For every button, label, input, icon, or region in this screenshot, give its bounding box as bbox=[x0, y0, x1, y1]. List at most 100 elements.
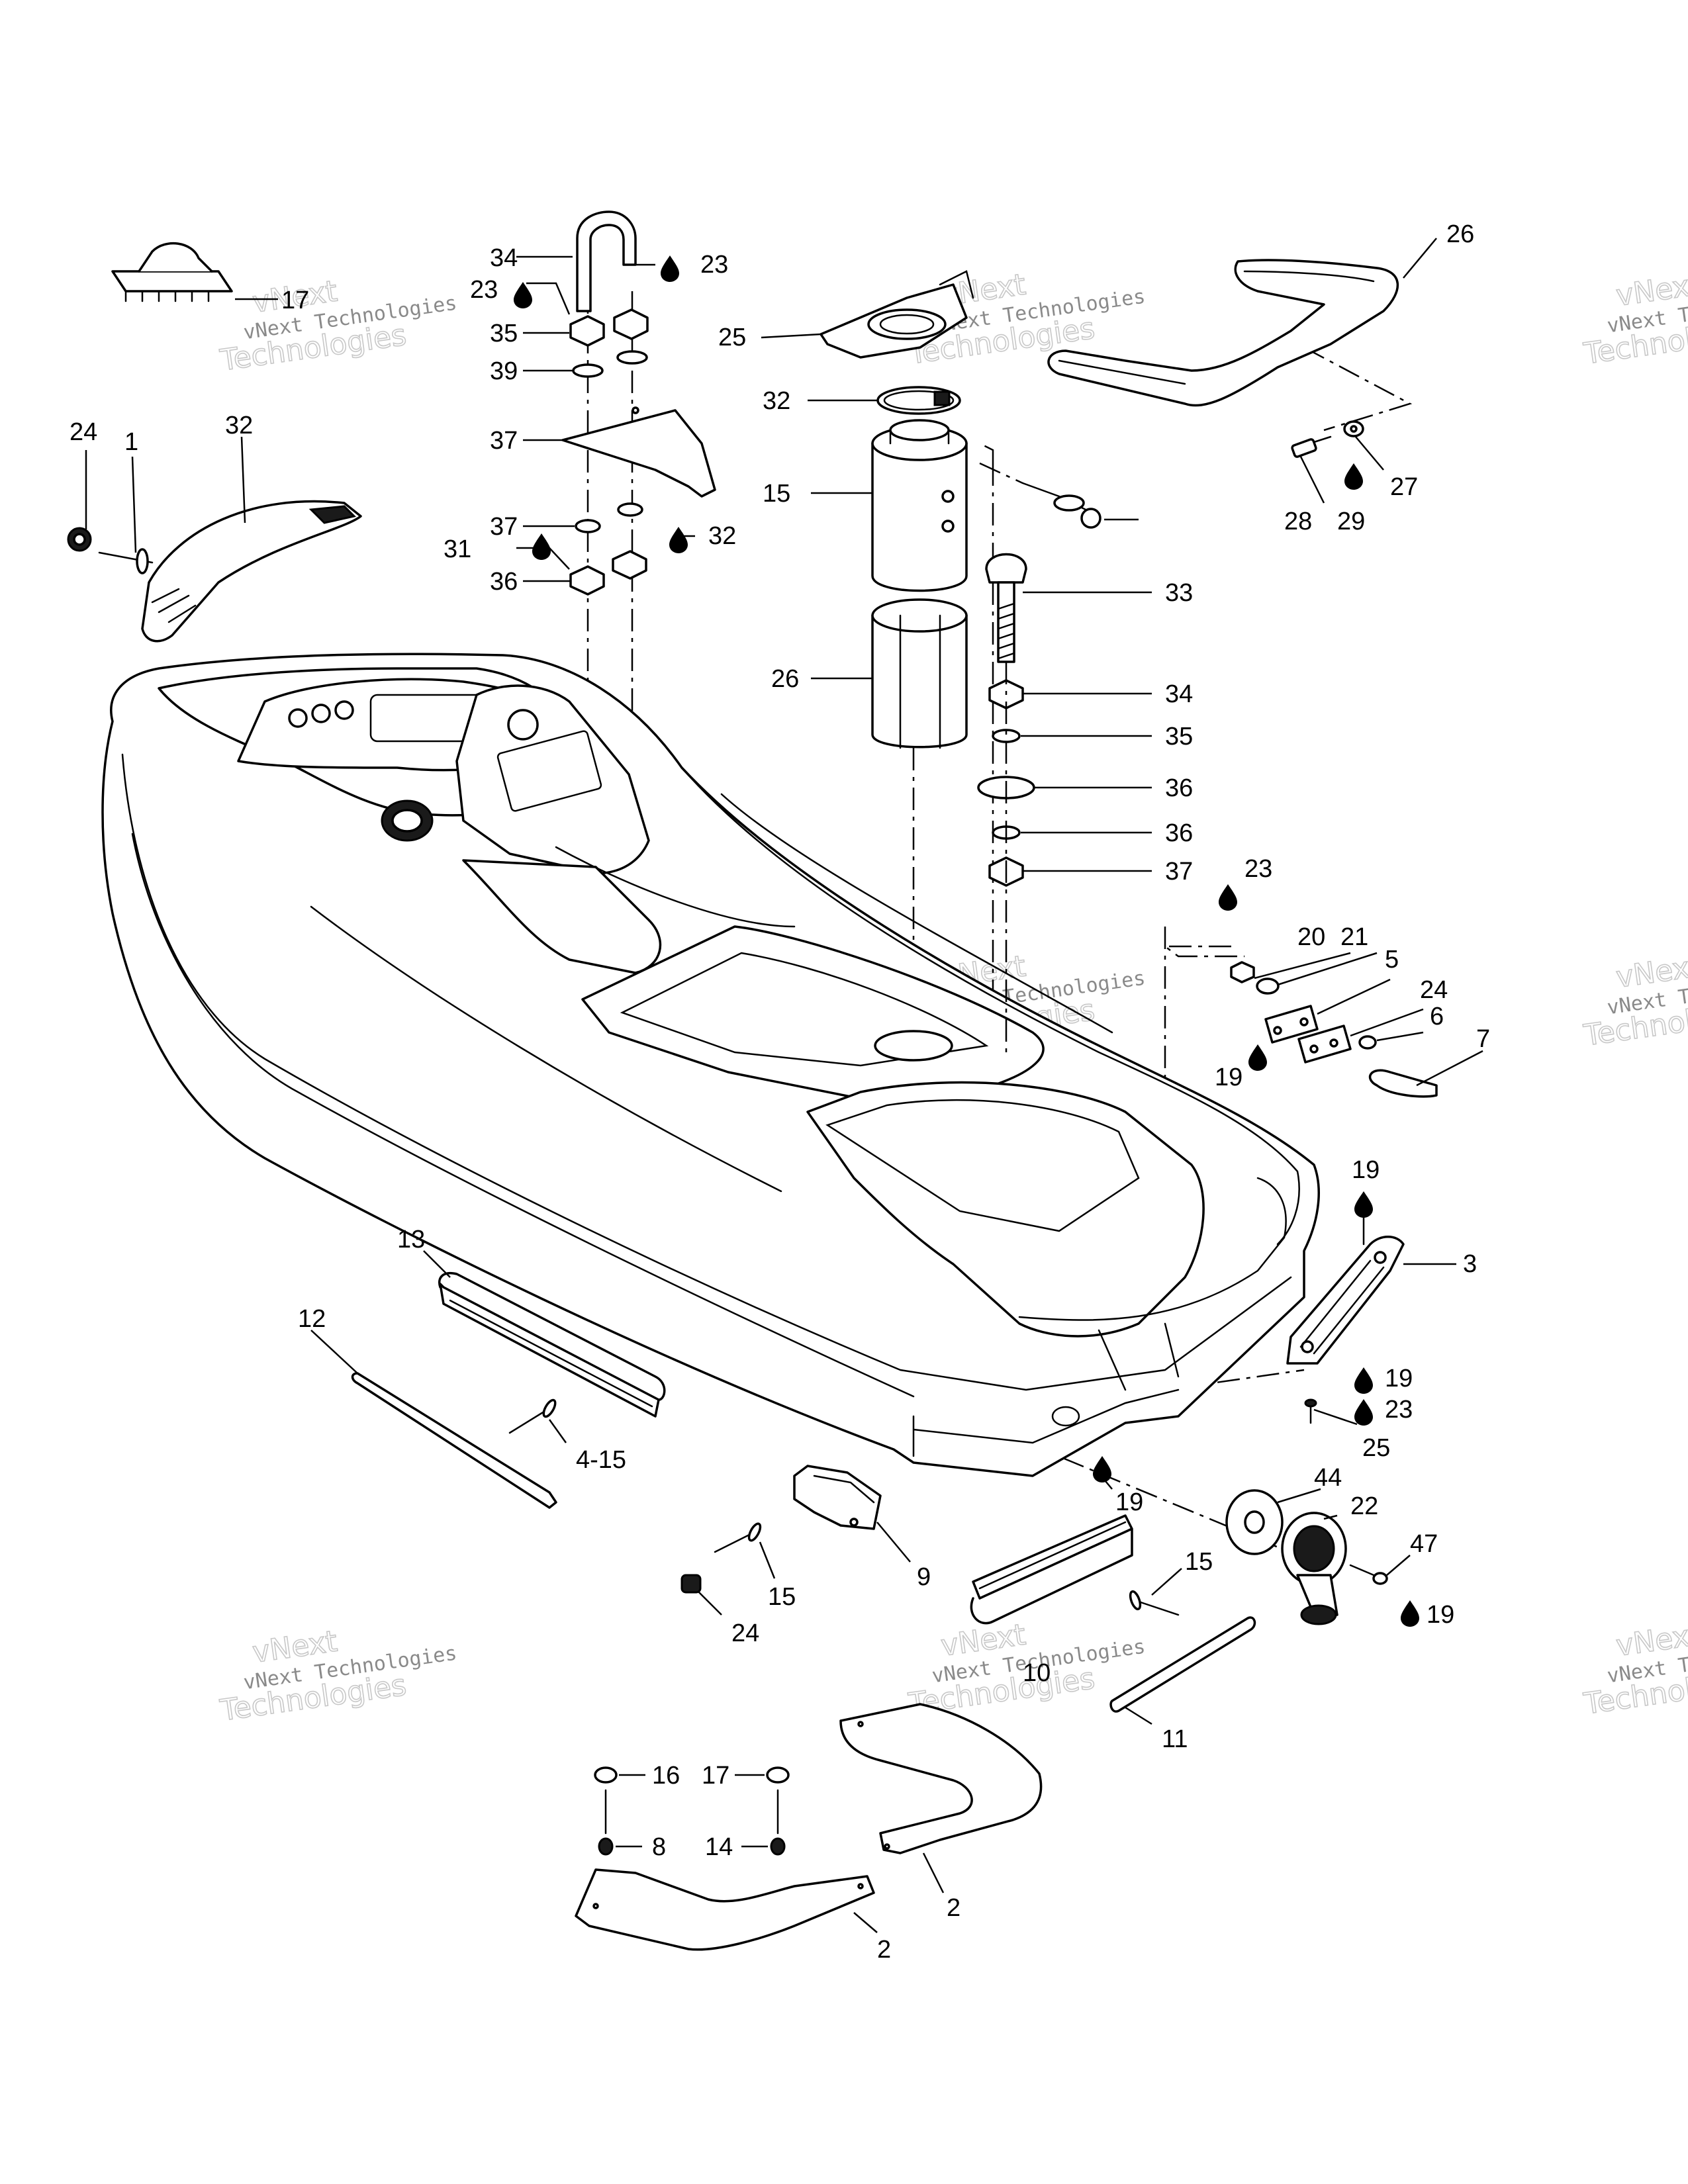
sleeve-slit bbox=[899, 614, 941, 749]
leader-23-left bbox=[526, 282, 571, 315]
callout-8: 8 bbox=[652, 1833, 666, 1861]
mat-hole bbox=[857, 1883, 864, 1889]
callout-39: 37 bbox=[1165, 858, 1193, 886]
callout-28: 26 bbox=[771, 665, 799, 693]
clip-base bbox=[111, 270, 233, 293]
leader-5 bbox=[1317, 978, 1391, 1015]
rivet-shank bbox=[714, 1531, 756, 1553]
part-31-screw bbox=[1291, 435, 1332, 458]
sleeve-top bbox=[871, 598, 968, 633]
drop-icon bbox=[661, 255, 679, 282]
drop-icon bbox=[1354, 1399, 1373, 1426]
lubricant-drop-icons bbox=[514, 255, 1419, 1627]
leader-22 bbox=[1277, 952, 1378, 986]
watermark: vNext Technologies vNext Technologies bbox=[1581, 949, 1688, 1054]
drop-icon bbox=[1354, 1191, 1373, 1218]
hull-bottom-line bbox=[912, 1388, 1180, 1457]
part-17-caps bbox=[594, 1766, 790, 1784]
part-2-mat-right bbox=[839, 1703, 1043, 1854]
callout-11: 11 bbox=[1162, 1725, 1188, 1753]
callout-23: 23 bbox=[470, 276, 498, 304]
rear-grab-rail-body bbox=[1047, 259, 1399, 407]
plate-hole bbox=[632, 406, 639, 414]
part-46-screw bbox=[1349, 1564, 1388, 1585]
callout-36: 34 bbox=[1165, 680, 1193, 708]
part-10-sponson-right bbox=[970, 1514, 1133, 1625]
part-11-strake-right bbox=[1109, 1616, 1256, 1713]
washer-44-right bbox=[616, 350, 648, 365]
drop-icon bbox=[532, 533, 551, 560]
boarding-platform bbox=[1018, 1177, 1287, 1321]
callout-14: 14 bbox=[705, 1833, 733, 1861]
callout-24: 24 bbox=[70, 418, 97, 446]
watermark: vNext Technologies vNext Technologies bbox=[217, 1624, 458, 1729]
part-26-screw bbox=[1304, 1398, 1317, 1424]
drop-icon bbox=[1248, 1044, 1267, 1071]
callout-18: 17 bbox=[281, 287, 309, 314]
reservoir-body bbox=[871, 442, 968, 592]
leader-13 bbox=[423, 1250, 451, 1278]
part-6-washer bbox=[1358, 1035, 1377, 1050]
post-base bbox=[598, 1837, 614, 1856]
callout-42: 37 bbox=[490, 427, 518, 455]
post-hardware bbox=[977, 662, 1035, 1059]
plate-hole bbox=[1299, 1017, 1309, 1026]
sponson-10 bbox=[970, 1514, 1133, 1625]
leader-27 bbox=[761, 333, 821, 339]
watermark: vNext Technologies vNext Technologies bbox=[1581, 267, 1688, 372]
mat-2-left bbox=[575, 1868, 875, 1951]
callout-3: 3 bbox=[1463, 1250, 1477, 1278]
hull-gunwale-inner bbox=[680, 766, 1300, 1246]
filler-bracket-tab bbox=[939, 270, 974, 299]
part-20-drain-plug bbox=[1281, 1512, 1347, 1625]
post-head bbox=[985, 553, 1027, 584]
leader-9 bbox=[876, 1522, 911, 1563]
phantom-line bbox=[1303, 346, 1413, 432]
filler-bracket-ring-inner bbox=[879, 314, 935, 335]
lock-washer-43-left bbox=[575, 519, 601, 533]
callout-34: 32 bbox=[225, 412, 253, 439]
lock-washer-43-right bbox=[617, 502, 643, 517]
leader-46 bbox=[1386, 1555, 1411, 1576]
sponson-10-edge bbox=[978, 1521, 1127, 1590]
nut-21 bbox=[1230, 961, 1255, 983]
drop-icon bbox=[1093, 1456, 1111, 1482]
leader-2-left bbox=[853, 1912, 878, 1933]
leader-4-15 bbox=[548, 1419, 567, 1443]
transom-step bbox=[1098, 1322, 1180, 1391]
drain-hole bbox=[1051, 1406, 1080, 1427]
mat-hole bbox=[884, 1843, 890, 1850]
hull-chine-line bbox=[131, 833, 915, 1398]
callout-19: 19 bbox=[1215, 1064, 1243, 1091]
mat-2-right bbox=[839, 1703, 1043, 1854]
cap-17-left bbox=[594, 1766, 618, 1784]
hull-side-stripe bbox=[310, 905, 782, 1193]
cap-17-right bbox=[766, 1766, 790, 1784]
plate-hole bbox=[1329, 1038, 1338, 1048]
part-30-washer bbox=[1343, 420, 1364, 437]
rivet-head bbox=[136, 548, 149, 574]
grab-handle-grip bbox=[151, 588, 197, 623]
callout-23: 23 bbox=[700, 251, 728, 279]
reservoir-neck bbox=[889, 419, 950, 441]
callout-9: 9 bbox=[917, 1563, 931, 1591]
part-18-clip bbox=[111, 242, 233, 302]
part-35-post bbox=[985, 553, 1027, 663]
callout-5: 5 bbox=[1385, 946, 1399, 974]
part-7-u-bolt-eye bbox=[1368, 1069, 1438, 1098]
callout-23: 23 bbox=[1244, 855, 1272, 883]
rivet-head bbox=[1129, 1590, 1142, 1611]
storage-bin-inner bbox=[620, 952, 989, 1067]
callout-32: 29 bbox=[1337, 508, 1365, 535]
part-15-rivet-center bbox=[714, 1522, 762, 1553]
tank-opening bbox=[874, 1030, 953, 1062]
leader-11 bbox=[1125, 1706, 1152, 1725]
part-29-rear-grab-rail bbox=[1047, 259, 1399, 407]
part-15-rivet-right bbox=[1129, 1590, 1180, 1616]
hose-clamp-inner bbox=[883, 390, 955, 411]
callout-7: 7 bbox=[1476, 1025, 1490, 1053]
leader-45 bbox=[1277, 1488, 1321, 1504]
strake-11 bbox=[1109, 1616, 1256, 1713]
reservoir-neck-side bbox=[889, 429, 950, 445]
footwell-line bbox=[555, 793, 1113, 1034]
